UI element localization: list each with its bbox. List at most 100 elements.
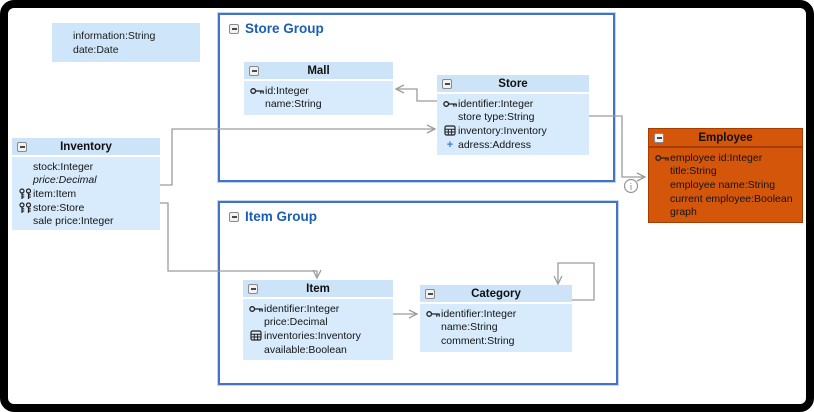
attribute-text: name:String: [265, 98, 322, 111]
attribute-text: price:Decimal: [264, 316, 328, 329]
attribute-text: comment:String: [441, 334, 515, 347]
collapse-icon[interactable]: [17, 141, 27, 152]
attribute-row[interactable]: current employee:Boolean: [649, 192, 802, 206]
annotation-line: information:String: [73, 30, 156, 42]
group-store[interactable]: Store Group: [218, 13, 615, 182]
attribute-text: title:String: [670, 165, 717, 178]
attribute-text: store:Store: [33, 201, 85, 214]
edge-category-self-loop[interactable]: [553, 262, 595, 301]
double-key-icon: [17, 188, 33, 200]
edge-item-to-category[interactable]: [393, 309, 419, 319]
edge-store-to-mall[interactable]: [394, 84, 437, 102]
attribute-row[interactable]: available:Boolean: [243, 343, 393, 357]
entity-header[interactable]: Employee: [649, 129, 802, 148]
attribute-text: employee name:String: [670, 178, 776, 191]
collapse-icon[interactable]: [442, 78, 452, 89]
attribute-text: store type:String: [458, 111, 535, 124]
group-item-header[interactable]: Item Group: [229, 209, 317, 224]
attribute-row[interactable]: employee id:Integer: [649, 151, 802, 165]
attribute-row[interactable]: identifier:Integer: [437, 97, 589, 111]
attribute-row[interactable]: store type:String: [437, 111, 589, 125]
entity-title: Employee: [698, 131, 753, 144]
attribute-text: employee id:Integer: [670, 151, 763, 164]
collapse-icon[interactable]: [229, 23, 239, 34]
entity-title: Item: [306, 282, 330, 295]
entity-header[interactable]: Mall: [244, 62, 393, 81]
attribute-row[interactable]: name:String: [244, 98, 393, 112]
attribute-text: identifier:Integer: [458, 97, 534, 110]
attribute-text: price:Decimal: [33, 174, 97, 187]
attribute-text: current employee:Boolean: [670, 192, 793, 205]
table-icon: [442, 125, 458, 137]
attribute-row[interactable]: title:String: [649, 165, 802, 179]
annotation-line: date:Date: [73, 44, 119, 56]
entity-title: Mall: [307, 64, 330, 77]
arrowhead-icon: [408, 309, 419, 319]
attribute-row[interactable]: id:Integer: [244, 84, 393, 98]
attribute-row[interactable]: price:Decimal: [243, 316, 393, 330]
collapse-icon[interactable]: [248, 283, 258, 294]
double-key-icon: [17, 201, 33, 214]
collapse-icon[interactable]: [229, 211, 239, 222]
attribute-text: stock:Integer: [33, 160, 94, 173]
edge-store-to-employee[interactable]: [589, 115, 647, 182]
entity-header[interactable]: Inventory: [12, 138, 160, 157]
attribute-text: graph: [670, 206, 697, 219]
collapse-icon[interactable]: [249, 65, 259, 76]
entity-header[interactable]: Category: [420, 285, 572, 304]
entity-title: Store: [498, 77, 528, 90]
attribute-text: inventory:Inventory: [458, 124, 547, 137]
attribute-text: identifier:Integer: [264, 302, 340, 315]
edge-inventory-to-store[interactable]: [160, 124, 437, 186]
attribute-text: item:Item: [33, 187, 77, 200]
key-icon: [442, 99, 458, 109]
annotation-box[interactable]: information:String date:Date: [52, 23, 200, 62]
attribute-row[interactable]: price:Decimal: [12, 174, 160, 188]
group-item[interactable]: Item Group: [218, 201, 618, 385]
plus-icon: +: [446, 138, 454, 151]
entity-header[interactable]: Item: [243, 280, 393, 299]
key-icon: [654, 153, 670, 163]
attribute-text: id:Integer: [265, 84, 309, 97]
attribute-row[interactable]: graph: [649, 205, 802, 219]
attribute-row[interactable]: inventory:Inventory: [437, 124, 589, 138]
attribute-text: inventories:Inventory: [264, 329, 361, 342]
attribute-row[interactable]: stock:Integer: [12, 160, 160, 174]
info-icon[interactable]: i: [623, 178, 639, 194]
group-store-header[interactable]: Store Group: [229, 21, 324, 36]
svg-text:i: i: [630, 182, 633, 192]
attribute-row[interactable]: inventories:Inventory: [243, 329, 393, 343]
table-icon: [248, 330, 264, 342]
entity-title: Category: [471, 287, 521, 300]
collapse-icon[interactable]: [654, 132, 664, 143]
edge-inventory-to-item[interactable]: [160, 202, 322, 280]
key-icon: [425, 309, 441, 319]
attribute-row[interactable]: identifier:Integer: [420, 307, 572, 321]
attribute-row[interactable]: sale price:Integer: [12, 214, 160, 228]
attribute-row[interactable]: employee name:String: [649, 178, 802, 192]
attribute-text: name:String: [441, 321, 498, 334]
attribute-row[interactable]: name:String: [420, 321, 572, 335]
arrowhead-icon: [636, 172, 647, 182]
group-title: Store Group: [245, 21, 324, 36]
entity-title: Inventory: [60, 140, 112, 153]
arrowhead-icon: [426, 124, 437, 134]
attribute-row[interactable]: +adress:Address: [437, 138, 589, 152]
attribute-row[interactable]: store:Store: [12, 201, 160, 215]
entity-header[interactable]: Store: [437, 75, 589, 94]
collapse-icon[interactable]: [425, 288, 435, 299]
attribute-row[interactable]: item:Item: [12, 187, 160, 201]
attribute-row[interactable]: comment:String: [420, 334, 572, 348]
key-icon: [248, 304, 264, 314]
arrowhead-icon: [394, 84, 405, 94]
attribute-text: sale price:Integer: [33, 215, 114, 228]
attribute-row[interactable]: identifier:Integer: [243, 302, 393, 316]
